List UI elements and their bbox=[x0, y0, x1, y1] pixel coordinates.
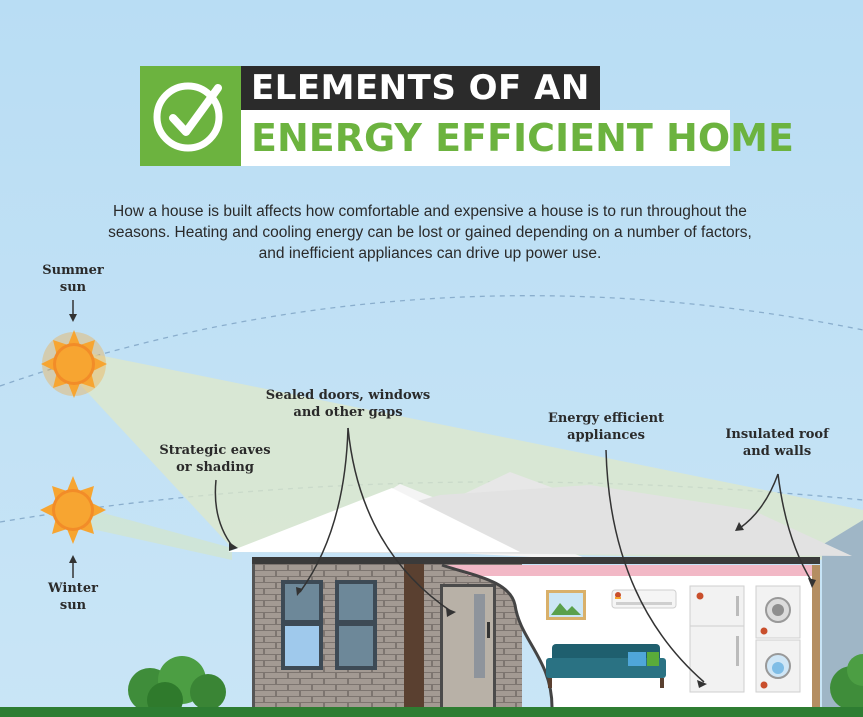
bush-left bbox=[128, 656, 226, 717]
summer-sun-label-line-2: sun bbox=[59, 280, 87, 295]
front-door bbox=[440, 584, 496, 707]
sealed-label-line-2: and other gaps bbox=[293, 405, 403, 420]
eaves-arrow bbox=[214, 479, 234, 548]
winter-sun-icon bbox=[40, 476, 106, 544]
air-conditioner bbox=[611, 589, 677, 609]
appliances-label-line-1: Energy efficient bbox=[547, 411, 665, 426]
insulated-label-line-1: Insulated roof bbox=[725, 427, 829, 442]
eaves-label-line-1: Strategic eaves bbox=[159, 443, 271, 458]
sealed-label-line-1: Sealed doors, windows bbox=[265, 388, 431, 403]
appliances-label: Energy efficient appliances bbox=[540, 410, 672, 444]
winter-sun-label-line-2: sun bbox=[59, 598, 87, 613]
roof-edge bbox=[252, 557, 820, 564]
appliances-arrow bbox=[605, 449, 705, 683]
winter-light-beam bbox=[74, 505, 232, 560]
roof-front bbox=[228, 488, 520, 552]
wall-left-edge bbox=[252, 564, 255, 707]
intro-text: How a house is built affects how comfort… bbox=[108, 203, 752, 262]
sealed-label: Sealed doors, windows and other gaps bbox=[258, 387, 438, 421]
insulated-arrow-2 bbox=[777, 473, 813, 583]
door-frame-pillar bbox=[404, 564, 424, 707]
summer-sun-label-line-1: Summer bbox=[42, 263, 104, 278]
sealed-arrow-1 bbox=[299, 427, 349, 593]
insulated-label-line-2: and walls bbox=[742, 444, 812, 459]
window-right bbox=[335, 580, 377, 670]
winter-sun-label: Winter sun bbox=[42, 580, 104, 614]
title-line-2: ENERGY EFFICIENT HOME bbox=[241, 110, 794, 166]
sofa bbox=[546, 644, 666, 688]
winter-sun-label-line-1: Winter bbox=[48, 581, 98, 596]
ceiling-insulation bbox=[442, 565, 820, 576]
ground bbox=[0, 707, 863, 717]
eaves-label-line-2: or shading bbox=[176, 460, 254, 475]
eaves-label: Strategic eaves or shading bbox=[155, 442, 275, 476]
interior-wall-right bbox=[812, 565, 820, 707]
insulated-arrow-1 bbox=[739, 473, 779, 529]
bush-right bbox=[830, 654, 863, 710]
cutaway-edge bbox=[441, 563, 554, 708]
insulated-label: Insulated roof and walls bbox=[717, 426, 837, 460]
checkmark-circle-icon bbox=[140, 66, 241, 166]
title-line-1: ELEMENTS OF AN bbox=[241, 66, 600, 110]
wall-picture bbox=[546, 590, 586, 620]
summer-sun-icon bbox=[41, 330, 107, 398]
fridge bbox=[689, 585, 745, 693]
washer-dryer bbox=[755, 585, 801, 693]
sealed-arrow-2 bbox=[347, 427, 453, 613]
summer-sun-label: Summer sun bbox=[42, 262, 104, 296]
window-left bbox=[281, 580, 323, 670]
appliances-label-line-2: appliances bbox=[567, 428, 645, 443]
